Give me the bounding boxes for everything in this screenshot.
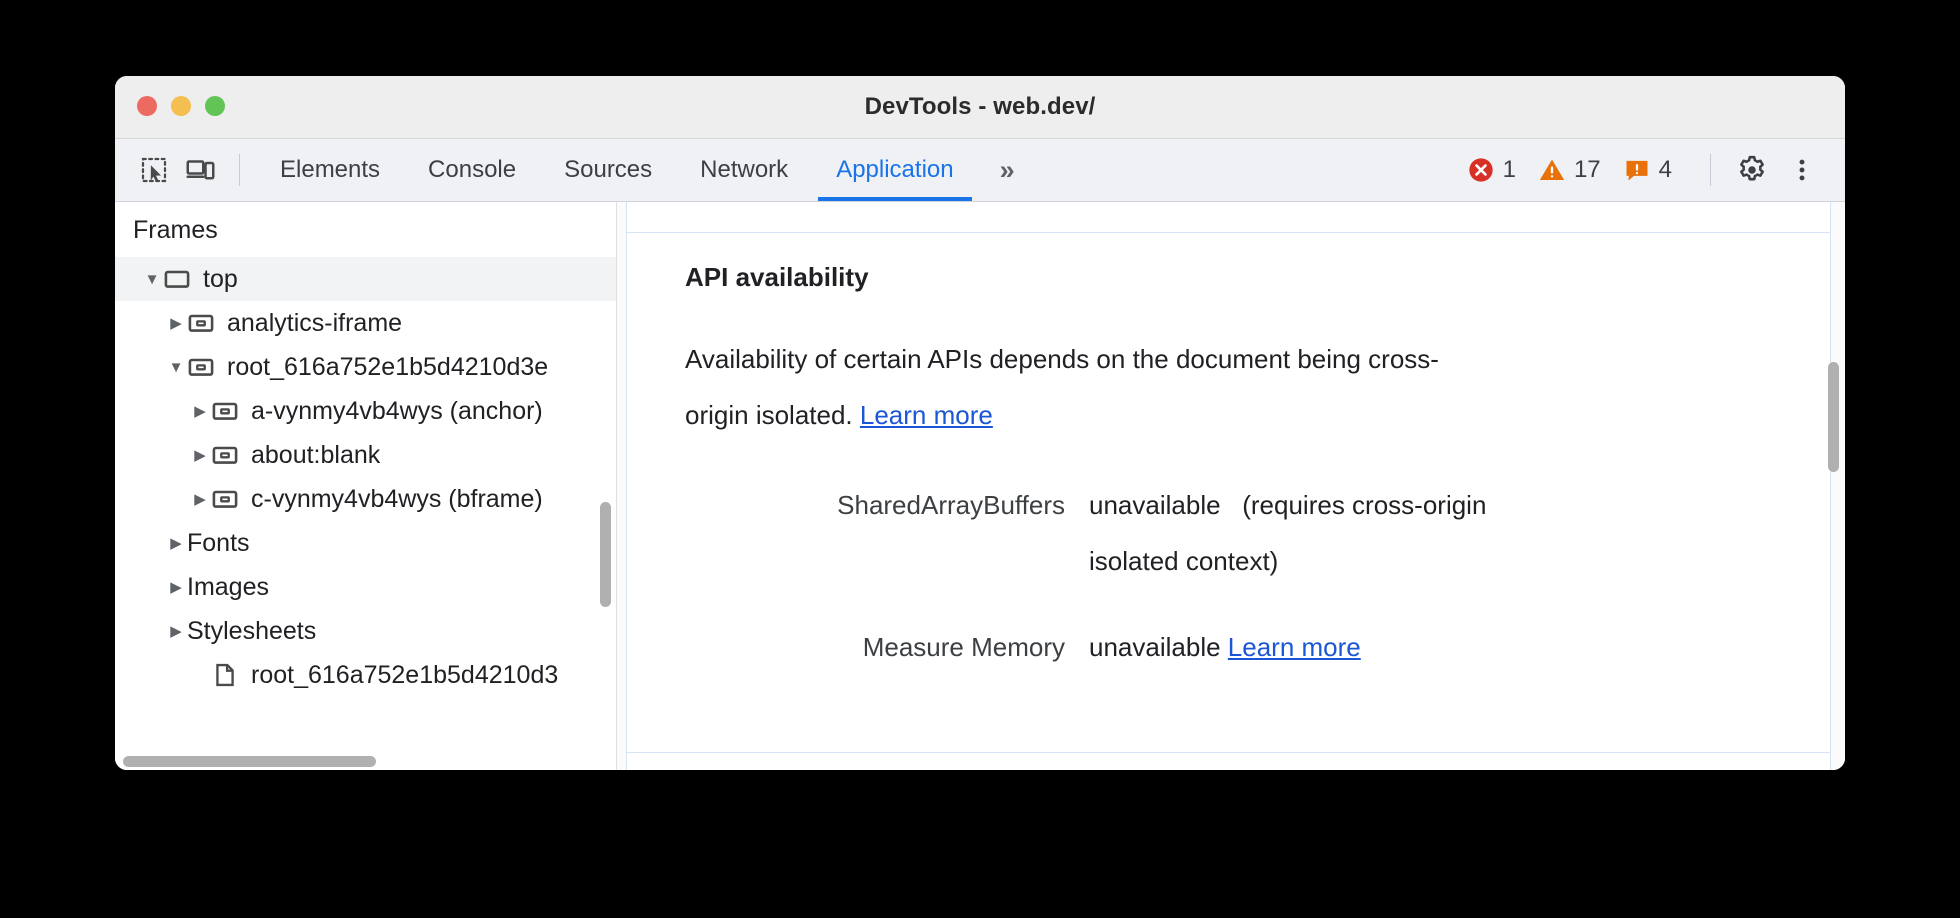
frame-top-icon [163, 265, 191, 293]
frame-icon [211, 441, 239, 469]
traffic-lights [137, 96, 225, 116]
twisty-down-icon[interactable]: ▼ [144, 270, 160, 288]
tree-node-label: Stylesheets [187, 616, 317, 645]
panel-tabs: Elements Console Sources Network Applica… [256, 139, 978, 201]
tab-network[interactable]: Network [700, 156, 789, 183]
twisty-right-icon[interactable]: ▶ [170, 535, 182, 552]
row-value: unavailable (requires cross-origin isola… [1089, 477, 1559, 589]
section-description: Availability of certain APIs depends on … [685, 331, 1475, 443]
tree-node-label: Images [187, 572, 269, 601]
main-vertical-scrollbar[interactable] [1828, 362, 1839, 472]
tab-console[interactable]: Console [428, 156, 517, 183]
learn-more-link[interactable]: Learn more [859, 400, 993, 430]
more-options-button[interactable] [1777, 147, 1827, 193]
toolbar-right-group: 1 17 4 [1467, 139, 1845, 201]
twisty-right-icon[interactable]: ▶ [194, 447, 206, 464]
tree-node-root-document[interactable]: ▶ root_616a752e1b5d4210d3 [115, 653, 616, 697]
sidebar-header: Frames [133, 216, 218, 244]
twisty-right-icon[interactable]: ▶ [194, 403, 206, 420]
devtools-body: Frames ▼ top ▶ [115, 202, 1845, 770]
tree-node-label: c-vynmy4vb4wys (bframe) [251, 484, 543, 513]
twisty-right-icon[interactable]: ▶ [170, 623, 182, 640]
toolbar-divider-right [1710, 154, 1711, 186]
error-count: 1 [1502, 156, 1516, 183]
row-key: SharedArrayBuffers [837, 490, 1065, 520]
warning-icon [1539, 159, 1565, 181]
tree-node-label: top [203, 264, 238, 293]
tree-node-fonts[interactable]: ▶ Fonts [115, 521, 616, 565]
section-title: API availability [685, 262, 869, 292]
frame-icon [211, 397, 239, 425]
warning-counter[interactable]: 17 [1538, 156, 1601, 184]
device-toolbar-icon[interactable] [177, 147, 223, 193]
row-value-text: unavailable [1089, 632, 1221, 662]
card-bottom-separator [627, 752, 1830, 753]
tree-node-bframe[interactable]: ▶ c-vynmy4vb4wys (bframe) [115, 477, 616, 521]
card-top-separator [627, 232, 1830, 233]
tree-node-stylesheets[interactable]: ▶ Stylesheets [115, 609, 616, 653]
zoom-window-button[interactable] [205, 96, 225, 116]
tab-elements[interactable]: Elements [280, 156, 381, 183]
sidebar-horizontal-scrollbar[interactable] [123, 756, 376, 767]
tree-node-root-frame[interactable]: ▼ root_616a752e1b5d4210d3e [115, 345, 616, 389]
frame-icon [211, 485, 239, 513]
description-text: Availability of certain APIs depends on … [685, 344, 1439, 430]
tree-node-images[interactable]: ▶ Images [115, 565, 616, 609]
row-key: Measure Memory [862, 632, 1065, 662]
tree-node-label: root_616a752e1b5d4210d3 [251, 660, 559, 689]
tree-node-analytics-iframe[interactable]: ▶ analytics-iframe [115, 301, 616, 345]
twisty-down-icon[interactable]: ▼ [168, 358, 184, 376]
tree-node-label: analytics-iframe [227, 308, 403, 337]
minimize-window-button[interactable] [171, 96, 191, 116]
measure-memory-learn-more-link[interactable]: Learn more [1227, 632, 1361, 662]
tree-node-about-blank[interactable]: ▶ about:blank [115, 433, 616, 477]
frames-sidebar: Frames ▼ top ▶ [115, 202, 617, 770]
tree-node-label: root_616a752e1b5d4210d3e [227, 352, 549, 381]
frame-details-panel: API availability Availability of certain… [617, 202, 1845, 770]
info-count: 4 [1658, 156, 1672, 183]
window-titlebar: DevTools - web.dev/ [115, 76, 1845, 139]
details-card: API availability Availability of certain… [626, 202, 1831, 770]
frame-icon [187, 353, 215, 381]
error-counter[interactable]: 1 [1467, 156, 1516, 184]
document-icon [211, 661, 239, 689]
tree-node-anchor-frame[interactable]: ▶ a-vynmy4vb4wys (anchor) [115, 389, 616, 433]
tree-node-label: about:blank [251, 440, 381, 469]
tree-node-label: Fonts [187, 528, 250, 557]
tab-sources[interactable]: Sources [564, 156, 653, 183]
inspect-element-icon[interactable] [131, 147, 177, 193]
devtools-toolbar: Elements Console Sources Network Applica… [115, 139, 1845, 202]
info-message-icon [1626, 160, 1648, 181]
api-availability-section: API availability Availability of certain… [685, 262, 1800, 705]
warning-count: 17 [1573, 156, 1601, 183]
twisty-right-icon[interactable]: ▶ [194, 491, 206, 508]
more-tabs-icon[interactable]: » [999, 154, 1015, 185]
row-value-text: unavailable [1089, 490, 1221, 520]
tree-node-top[interactable]: ▼ top [115, 257, 616, 301]
kebab-menu-icon [1799, 159, 1805, 181]
gear-icon [1740, 155, 1764, 181]
twisty-right-icon[interactable]: ▶ [170, 315, 182, 332]
devtools-window: DevTools - web.dev/ Elements Console Sou… [115, 76, 1845, 770]
twisty-right-icon[interactable]: ▶ [170, 579, 182, 596]
sidebar-vertical-scrollbar[interactable] [600, 502, 611, 607]
error-icon [1468, 158, 1493, 182]
frame-icon [187, 309, 215, 337]
window-title: DevTools - web.dev/ [864, 93, 1096, 120]
row-measure-memory: Measure Memory unavailable Learn more [685, 619, 1800, 675]
row-shared-array-buffers: SharedArrayBuffers unavailable (requires… [685, 477, 1800, 589]
frames-tree: ▼ top ▶ an [115, 257, 616, 697]
tab-application[interactable]: Application [812, 139, 977, 201]
row-value: unavailable Learn more [1089, 619, 1361, 675]
row-note: (requires cross-origin isolated context) [1089, 490, 1487, 576]
tree-node-label: a-vynmy4vb4wys (anchor) [251, 396, 543, 425]
toolbar-divider [239, 154, 240, 186]
close-window-button[interactable] [137, 96, 157, 116]
info-counter[interactable]: 4 [1623, 156, 1672, 184]
settings-button[interactable] [1727, 147, 1777, 193]
